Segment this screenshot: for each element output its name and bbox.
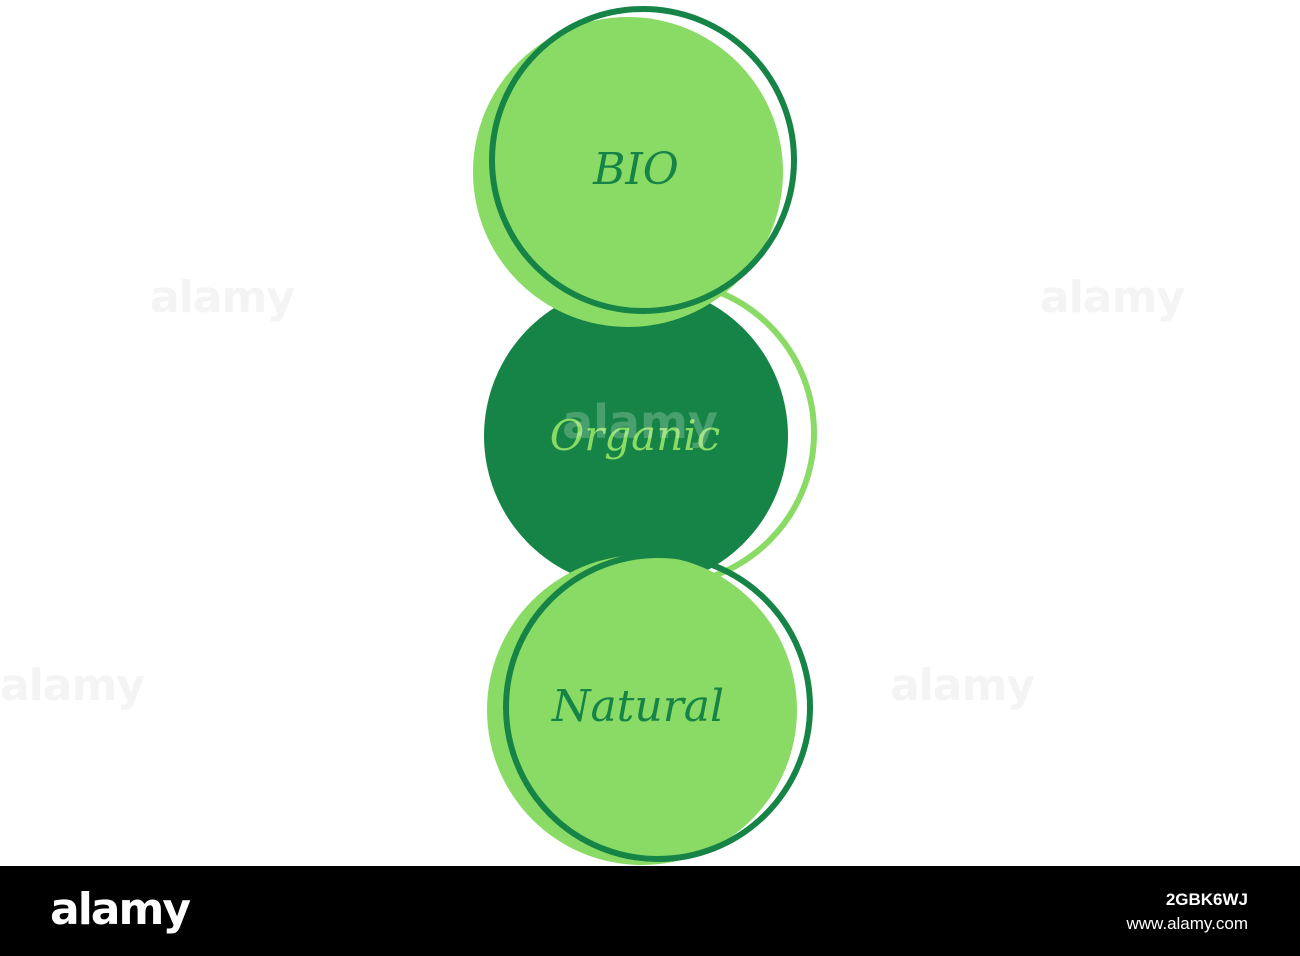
organic-label: Organic — [550, 411, 720, 460]
natural-disc — [487, 555, 797, 865]
watermark-text: alamy — [0, 660, 145, 711]
watermark-center: alamy — [562, 395, 718, 449]
watermark-text: alamy — [150, 272, 295, 323]
bio-ring — [489, 6, 797, 314]
footer-bar: alamy 2GBK6WJ www.alamy.com — [0, 866, 1300, 956]
watermark-text: alamy — [1040, 272, 1185, 323]
image-canvas: alamy alamy alamy alamy Organic BIO Natu… — [0, 6, 1185, 865]
organic-disc — [484, 284, 788, 588]
bio-disc — [473, 17, 783, 327]
watermark-text: alamy — [890, 660, 1035, 711]
site-url: www.alamy.com — [1126, 914, 1248, 933]
alamy-logo: alamy — [50, 884, 191, 935]
circles-illustration: Organic BIO Natural alamy — [473, 6, 817, 865]
image-id: 2GBK6WJ — [1165, 890, 1248, 909]
bio-circle: BIO — [473, 6, 797, 327]
bio-label: BIO — [592, 144, 679, 195]
natural-ring — [503, 552, 813, 862]
natural-circle: Natural — [487, 552, 813, 865]
natural-label: Natural — [551, 681, 724, 732]
